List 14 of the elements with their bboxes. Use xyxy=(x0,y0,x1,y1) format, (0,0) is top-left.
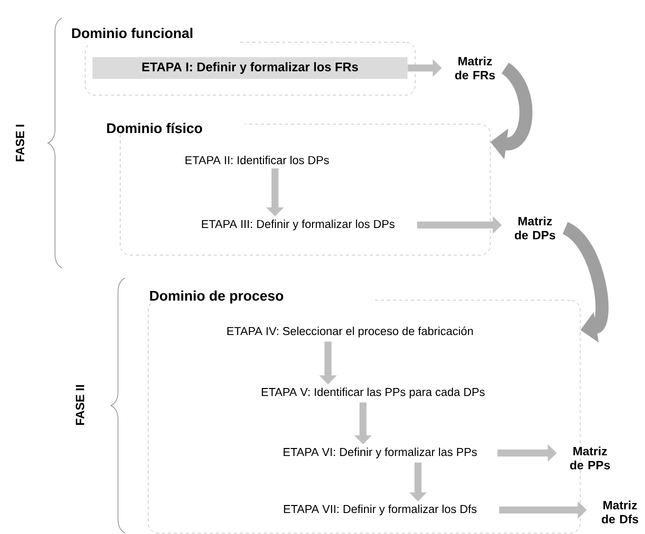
matrix-label: Matriz de PPs xyxy=(570,446,610,470)
step-label: ETAPA IV: Seleccionar el proceso de fabricación xyxy=(227,326,473,338)
matrix-label: Matriz de Dfs xyxy=(602,500,638,524)
step-label: ETAPA II: Identificar los DPs xyxy=(186,156,329,164)
step-label: ETAPA VI: Definir y formalizar las PPs xyxy=(284,448,477,458)
matrix-label: Matriz de DPs xyxy=(514,216,556,240)
phase-label: FASE II xyxy=(76,385,84,425)
step-label: ETAPA VII: Definir y formalizar los Dfs xyxy=(284,504,476,516)
node-label: Dominio funcional xyxy=(72,28,192,38)
step-box: ETAPA I: Definir y formalizar los FRs xyxy=(92,57,408,79)
step-label: ETAPA III: Definir y formalizar los DPs xyxy=(202,220,394,230)
step-label: ETAPA V: Identificar las PPs para cada DPs xyxy=(262,388,485,398)
phase-label: FASE I xyxy=(16,124,24,162)
matrix-label: Matriz de FRs xyxy=(455,56,495,80)
